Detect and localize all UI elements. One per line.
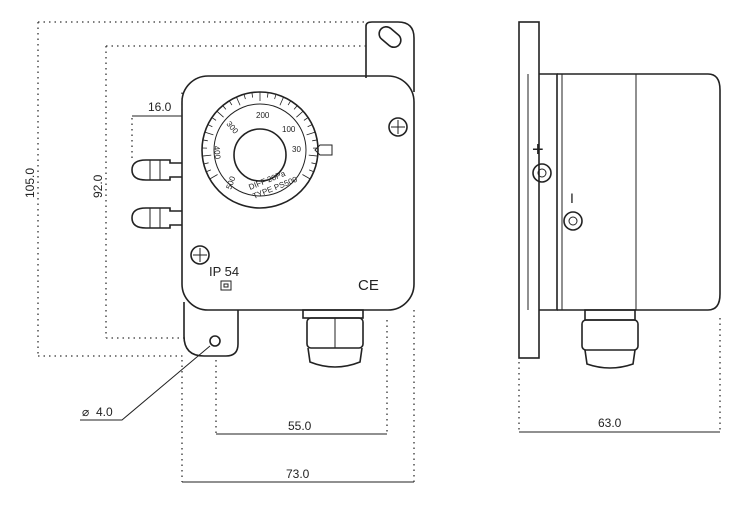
dim-55-text: 55.0 [288, 419, 312, 433]
plus-sign: + [532, 139, 544, 161]
screw-icon [190, 245, 210, 265]
ip-square-inner [223, 283, 229, 288]
dial-tick [306, 131, 316, 136]
dial-tick [202, 139, 208, 142]
leader-hole [80, 345, 211, 421]
dim-92-text: 92.0 [91, 174, 105, 198]
pointer-arrow [314, 144, 333, 156]
dial-tick [312, 139, 318, 142]
dim-line-105 [37, 21, 366, 357]
mounting-bracket-top [365, 21, 415, 92]
scale-dial: 200 100 300 400 30 500 DIFF 20Pa TYPE PS… [201, 91, 333, 209]
svg-text:CE: CE [358, 277, 379, 294]
dial-tick [211, 117, 217, 121]
dim-63-text: 63.0 [598, 416, 622, 430]
dial-tick [251, 92, 254, 98]
pressure-port-icon [131, 159, 182, 229]
diameter-symbol: ⌀ [82, 405, 89, 419]
dial-tick [216, 110, 224, 118]
mounting-hole [209, 335, 221, 347]
scale-label-30: 30 [292, 145, 301, 154]
minus-sign: I [570, 190, 574, 206]
dim-line-92 [105, 45, 366, 339]
scale-label-200: 200 [256, 111, 270, 120]
dial-tick [279, 96, 284, 106]
cable-gland-icon [302, 309, 364, 368]
dim-4-text: 4.0 [96, 405, 113, 419]
mounting-bracket-bottom [183, 302, 239, 357]
dial-tick [203, 162, 209, 165]
dial-tick [302, 174, 311, 180]
dial-tick [287, 100, 292, 106]
dial-tick [296, 110, 304, 118]
dial-tick [311, 162, 317, 165]
dial-tick [228, 100, 233, 106]
dim-73-text: 73.0 [286, 467, 310, 481]
dial-tick [266, 92, 269, 98]
dial-tick [243, 94, 246, 100]
dial-tick [307, 124, 313, 128]
dim-16-text: 16.0 [148, 100, 172, 114]
dial-tick [308, 154, 318, 157]
screw-icon [388, 117, 408, 137]
dial-tick [308, 169, 314, 173]
dial-tick [236, 96, 241, 106]
scale-label-500: 500 [224, 175, 237, 191]
scale-label-400: 400 [212, 145, 222, 160]
dial-tick [209, 174, 218, 180]
scale-label-100: 100 [282, 125, 296, 134]
dial-tick [274, 94, 277, 100]
side-view [518, 21, 721, 369]
mounting-slot [378, 25, 402, 49]
dial-tick [207, 124, 213, 128]
dial-tick [303, 117, 309, 121]
dial-tick [222, 105, 227, 110]
housing-front [181, 75, 415, 311]
dial-tick [202, 154, 212, 157]
ip-rating-label: IP 54 [209, 264, 239, 279]
scale-label-300: 300 [224, 120, 240, 136]
ip-square-icon [220, 280, 232, 291]
ce-mark-icon: CE [358, 277, 379, 294]
dim-105-text: 105.0 [23, 168, 37, 198]
dial-tick [293, 105, 298, 110]
dial-tick [206, 169, 212, 173]
dial-tick [204, 131, 214, 136]
